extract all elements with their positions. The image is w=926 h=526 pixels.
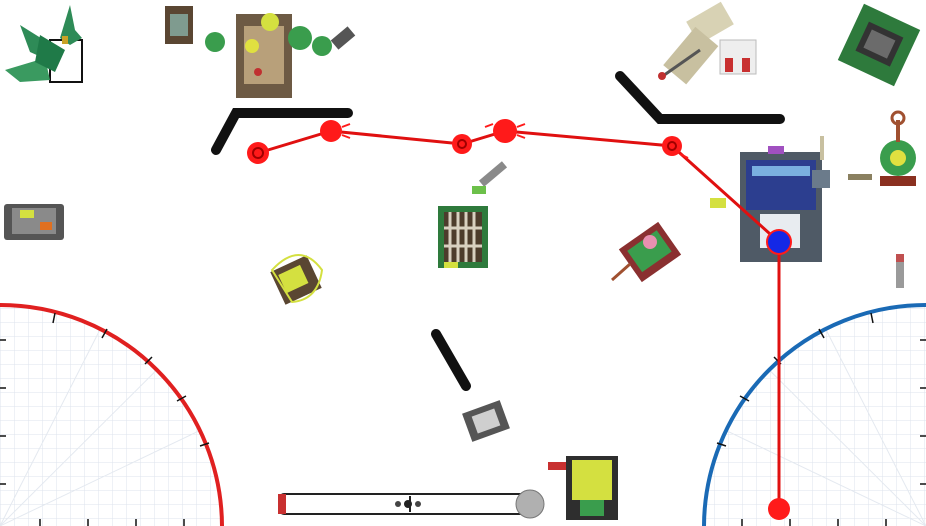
tv-panel-model-icon [837, 3, 921, 87]
walls [211, 71, 785, 391]
wall-top-left [211, 108, 353, 155]
wall-center [431, 329, 471, 391]
lego-mission-model-icon [165, 6, 356, 98]
robot-position-marker[interactable] [766, 229, 792, 255]
wall-top-right [615, 71, 785, 124]
start-point[interactable] [768, 498, 790, 520]
treadmill-model-icon [278, 456, 618, 520]
waypoint-2[interactable] [320, 120, 351, 142]
robot-path [257, 129, 781, 508]
waypoint-gear-3[interactable] [452, 134, 472, 154]
crane-arm-model-icon [658, 1, 757, 85]
tree-model-icon [5, 5, 83, 83]
pink-flower-model-icon [611, 221, 682, 283]
bookshelf-model-icon [438, 206, 488, 268]
flower-model-icon [848, 110, 916, 186]
waypoint-gear-1[interactable] [247, 142, 269, 164]
waypoint-4[interactable] [484, 119, 526, 143]
small-lever-model-icon [472, 161, 508, 194]
waypoint-gear-5[interactable] [662, 136, 689, 159]
left-side-model-icon [4, 204, 64, 240]
left-launch-area [0, 303, 224, 526]
right-launch-area [702, 303, 926, 526]
gear-marker-icon [462, 400, 510, 442]
yellow-cart-model-icon [270, 254, 324, 305]
right-edge-marker-icon [896, 254, 904, 288]
